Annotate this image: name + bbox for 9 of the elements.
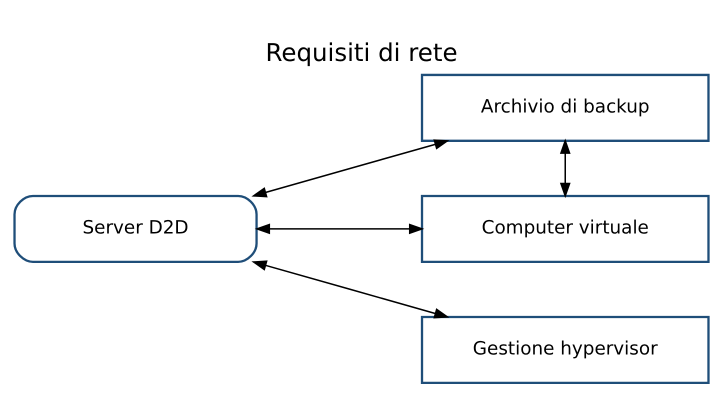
node-box: Gestione hypervisor [420,316,710,384]
diagram-title: Requisiti di rete [265,38,458,67]
arrow [560,138,571,198]
arrow [251,139,450,198]
node-box: Computer virtuale [420,194,710,263]
node-box: Archivio di backup [420,74,710,142]
node-box: Server D2D [13,194,258,263]
arrow [251,260,450,319]
arrow [254,224,424,234]
